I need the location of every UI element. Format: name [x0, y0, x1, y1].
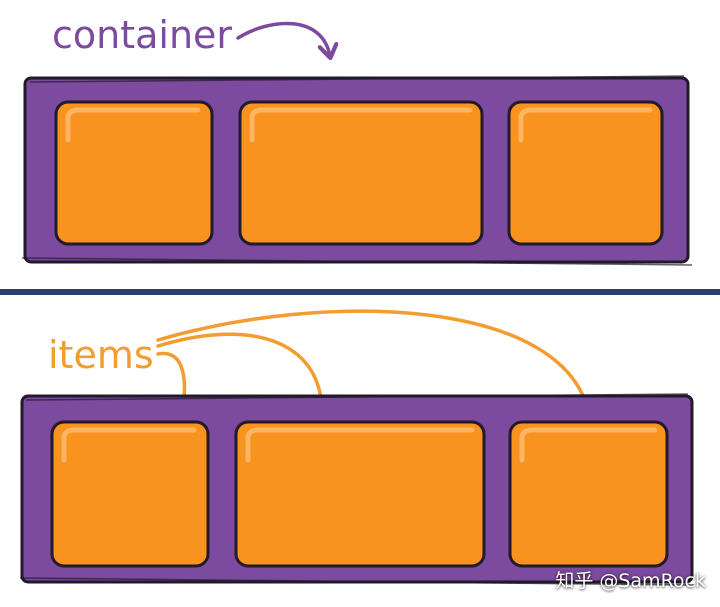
items-label: items [48, 333, 154, 377]
flex-item [50, 420, 210, 568]
panel-divider [0, 289, 720, 295]
container-sketch-line [19, 393, 695, 586]
flex-item [507, 100, 664, 246]
items-arrow-2 [156, 332, 333, 415]
flex-item [238, 100, 484, 246]
flex-item [234, 420, 486, 568]
flex-item [54, 100, 214, 246]
container-label: container [52, 13, 232, 57]
container-arrow [236, 21, 339, 61]
container-sketch-line [21, 75, 693, 266]
container-panel: container [21, 13, 693, 266]
items-panel: items [19, 309, 695, 586]
watermark: 知乎 @SamRock [555, 570, 706, 592]
flex-item [508, 420, 669, 568]
items-arrow-3 [156, 309, 596, 415]
